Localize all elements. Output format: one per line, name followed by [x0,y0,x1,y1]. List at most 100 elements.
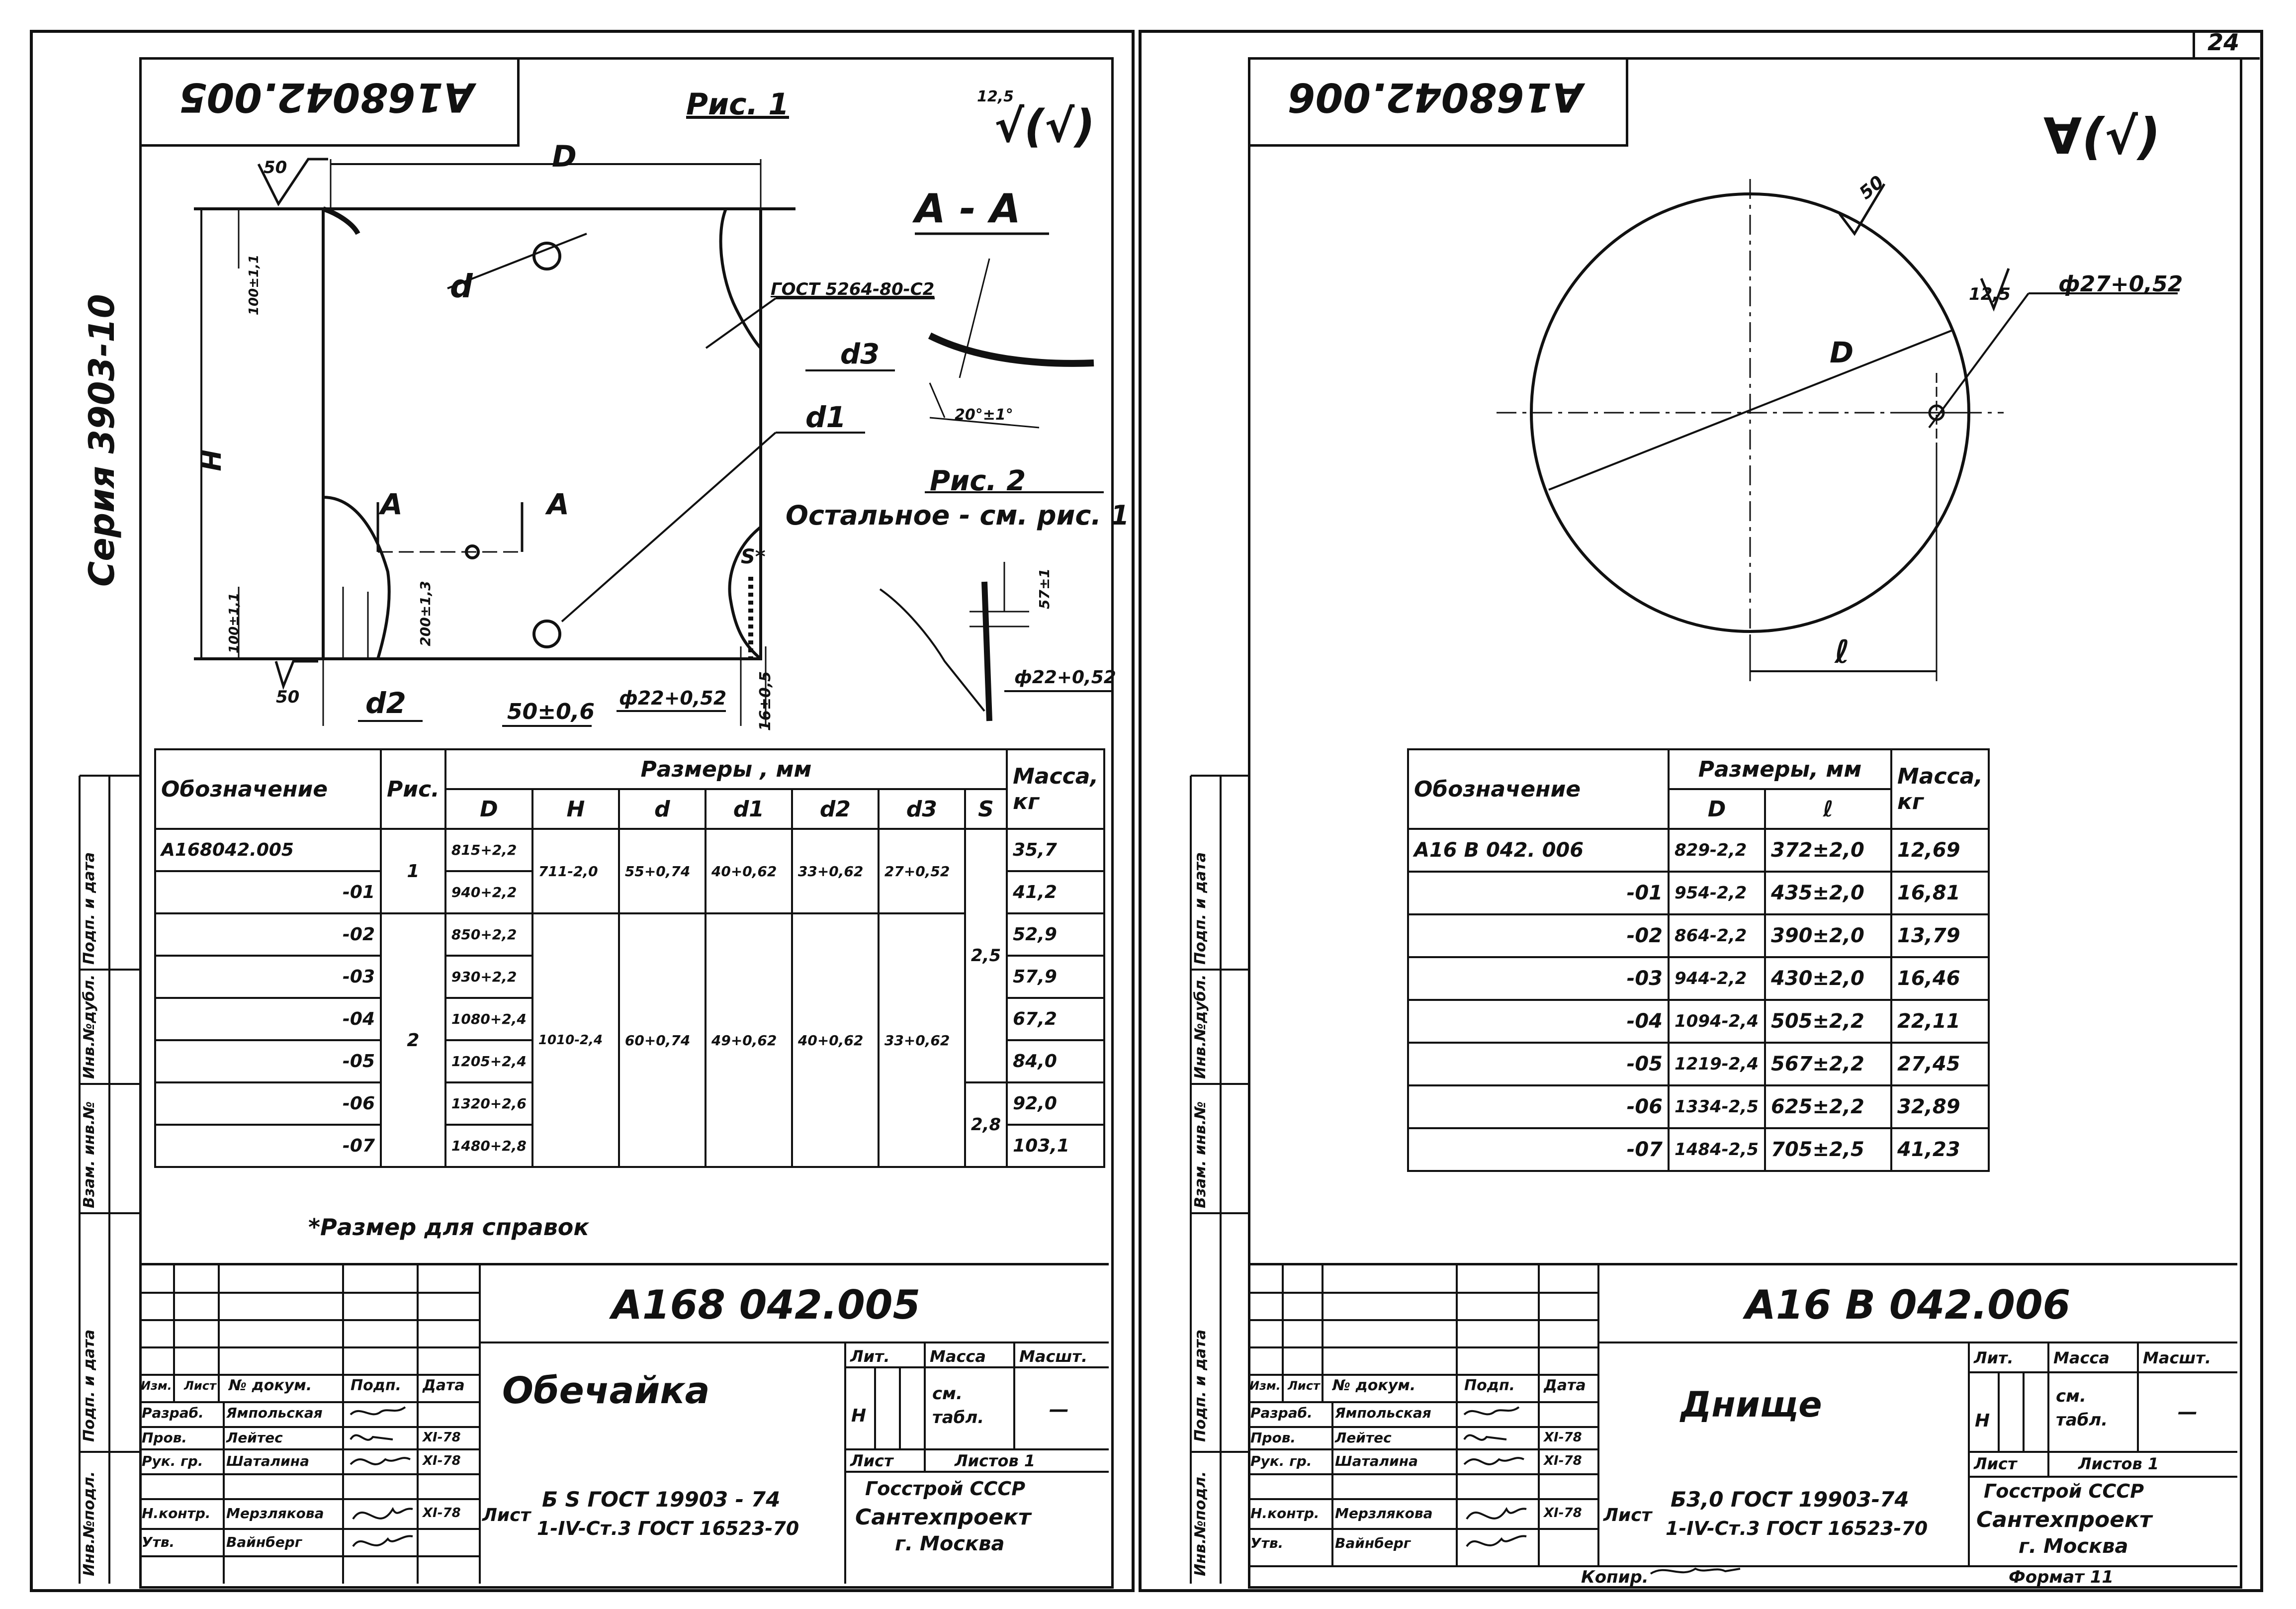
table-row: -07 [154,1124,382,1168]
left-stamp-h-izm: Изм. [141,1379,172,1393]
cell-l: 372±2,0 [1764,828,1892,873]
cell-l: 625±2,2 [1764,1084,1892,1129]
table-row: -05 [154,1039,382,1083]
right-stamp-frame [1248,1263,2237,1586]
cell-mass: 35,7 [1006,828,1106,872]
hole-d-label: d [450,268,473,305]
cell-mass: 84,0 [1006,1039,1106,1083]
fig1-label: Рис. 1 [686,87,790,122]
left-drawing-frame [139,57,1114,1589]
right-date-3: XI-78 [1544,1453,1582,1468]
right-spec-table: Обозначение Размеры, мм Масса, кг D ℓ А1… [1407,748,1990,1172]
cell-fig-2: 2 [380,912,446,1168]
th-d1: d1 [704,788,793,830]
table-row: -06 [1407,1084,1670,1129]
cell-d-g2: 60+0,74 [618,912,706,1168]
right-stamp-org-2: Сантехпроект [1976,1507,2152,1532]
dim-phi22-fig2: ф22+0,52 [1014,667,1116,688]
right-code-box [1248,57,1628,147]
cell-D: 1080+2,4 [444,997,533,1041]
th-sizes: Размеры, мм [1668,748,1892,790]
cell-fig-1: 1 [380,828,446,914]
right-stamp-lit: Лит. [1974,1348,2014,1367]
th-fig: Рис. [380,748,446,830]
cell-mass: 13,79 [1890,913,1990,958]
right-stamp-h-list: Лист [1288,1379,1320,1393]
right-role-3: Рук. гр. [1250,1453,1312,1469]
left-stamp-h-sign: Подп. [351,1377,402,1394]
right-date-2: XI-78 [1544,1430,1582,1445]
signature-mark [1466,1507,1527,1520]
right-role-5: Утв. [1250,1535,1284,1551]
cell-D: 1094-2,4 [1668,999,1766,1044]
cell-H-g1: 711-2,0 [531,828,620,914]
left-role-3: Рук. гр. [142,1453,203,1469]
cell-mass: 22,11 [1890,999,1990,1044]
shell-outline [322,207,762,660]
thickness-s-label: S* [741,545,766,568]
left-stamp-org-3: г. Москва [895,1532,1005,1555]
cell-d-g1: 55+0,74 [618,828,706,914]
right-stamp-mass-val: см. табл. [2056,1386,2108,1430]
section-a-right: A [547,487,569,521]
cell-d2-g1: 33+0,62 [791,828,880,914]
cell-mass: 32,89 [1890,1084,1990,1129]
right-stamp-material-label: Лист [1603,1505,1652,1525]
right-role-1: Разраб. [1250,1405,1313,1421]
right-side-label-5: Подп. и дата [1192,852,1209,965]
section-aa-label: А - А [915,185,1021,232]
cell-D: 930+2,2 [444,955,533,999]
cell-S-2: 2,8 [964,1081,1008,1168]
cell-l: 567±2,2 [1764,1042,1892,1086]
roughness-50-top: 50 [264,158,287,178]
th-mass: Масса, кг [1890,748,1990,830]
table-row: -04 [1407,999,1670,1044]
cell-D: 815+2,2 [444,828,533,872]
left-stamp-org-1: Госстрой СССР [865,1478,1026,1500]
left-date-2: XI-78 [423,1430,461,1445]
cell-D: 954-2,2 [1668,871,1766,915]
left-role-1: Разраб. [142,1405,204,1421]
left-role-4: Н.контр. [142,1505,211,1521]
left-stamp-frame [139,1263,1109,1586]
table-row: А16 В 042. 006 [1407,828,1670,873]
signature-mark [350,1457,411,1465]
table-row: -06 [154,1081,382,1126]
right-sheet-border [1139,30,2263,1592]
th-designation: Обозначение [154,748,382,830]
hole-d2-label: d2 [365,686,406,720]
right-stamp-sheet: Лист [1974,1454,2017,1473]
left-date-3: XI-78 [423,1453,461,1468]
right-side-label-4: Инв.№дубл. [1192,974,1209,1079]
cell-mass: 92,0 [1006,1081,1106,1126]
th-d: d [618,788,706,830]
cell-mass: 16,81 [1890,871,1990,915]
cell-D: 944-2,2 [1668,956,1766,1001]
drain-hole [1928,404,1945,421]
signature-mark [352,1507,413,1520]
left-stamp-mass: Масса [930,1347,986,1366]
page-number-box [2193,30,2260,60]
right-date-4: XI-78 [1544,1506,1582,1520]
hole-d1-label: d1 [805,400,846,434]
right-dim-D: D [1830,336,1854,369]
hole-d [532,242,561,270]
left-role-5: Утв. [142,1534,175,1550]
left-stamp-lit: Лит. [850,1347,890,1366]
left-stamp-sheets: Листов 1 [955,1451,1036,1470]
table-row: -01 [1407,871,1670,915]
page-number: 24 [2208,29,2240,56]
cell-mass: 41,2 [1006,870,1106,914]
table-row: -02 [1407,913,1670,958]
th-mass: Масса, кг [1006,748,1106,830]
roughness-50-bottom: 50 [276,687,300,707]
right-name-4: Мерзлякова [1335,1505,1433,1521]
hole-d1 [532,620,561,648]
right-phi27: ф27+0,52 [2058,271,2183,297]
dim-phi22: ф22+0,52 [619,687,727,709]
table-row: -07 [1407,1127,1670,1172]
th-sizes: Размеры , мм [444,748,1008,790]
